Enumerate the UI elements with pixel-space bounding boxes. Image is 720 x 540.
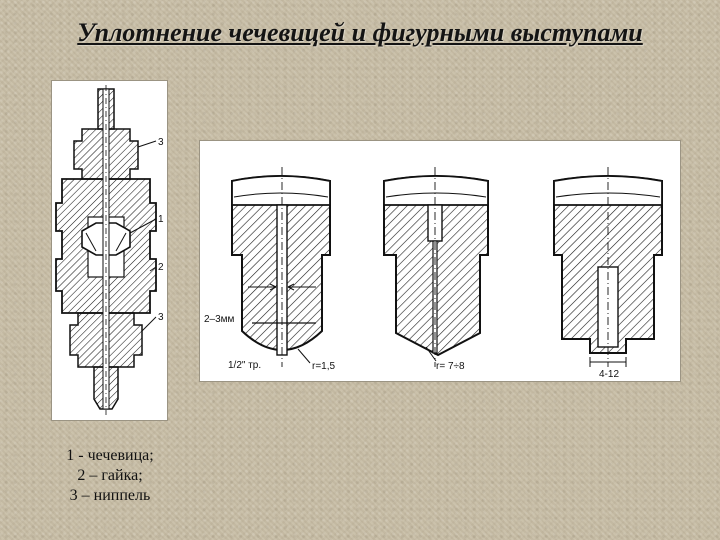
callout-2: 2 <box>158 262 164 273</box>
assembly-drawing-panel: 3 1 2 3 <box>51 80 168 421</box>
assembly-drawing: 3 1 2 3 <box>55 85 164 415</box>
label-size-3: 4-12 <box>599 369 619 380</box>
variant-3: 4-12 <box>553 167 663 380</box>
legend: 1 - чечевица; 2 – гайка; 3 – ниппель <box>30 446 190 506</box>
callout-3-bottom: 3 <box>158 312 164 323</box>
legend-item-nut: 2 – гайка; <box>77 467 143 484</box>
seal-variants-panel: 2–3мм 1/2" тр. r=1,5 r= 7÷8 4-12 <box>199 140 681 382</box>
label-radius-2: r= 7÷8 <box>436 361 465 372</box>
slide-title: Уплотнение чечевицей и фигурными выступа… <box>77 18 643 47</box>
variant-1: 2–3мм 1/2" тр. r=1,5 <box>204 167 336 372</box>
variant-2: r= 7÷8 <box>383 167 489 372</box>
callout-3-top: 3 <box>158 137 164 148</box>
callout-1: 1 <box>158 214 164 225</box>
legend-item-nipple: 3 – ниппель <box>69 487 151 504</box>
label-width: 2–3мм <box>204 314 235 325</box>
label-radius-1: r=1,5 <box>312 361 336 372</box>
legend-item-lens: 1 - чечевица; <box>66 447 154 464</box>
label-pipe: 1/2" тр. <box>228 360 261 371</box>
seal-variants-drawing: 2–3мм 1/2" тр. r=1,5 r= 7÷8 4-12 <box>204 167 663 380</box>
